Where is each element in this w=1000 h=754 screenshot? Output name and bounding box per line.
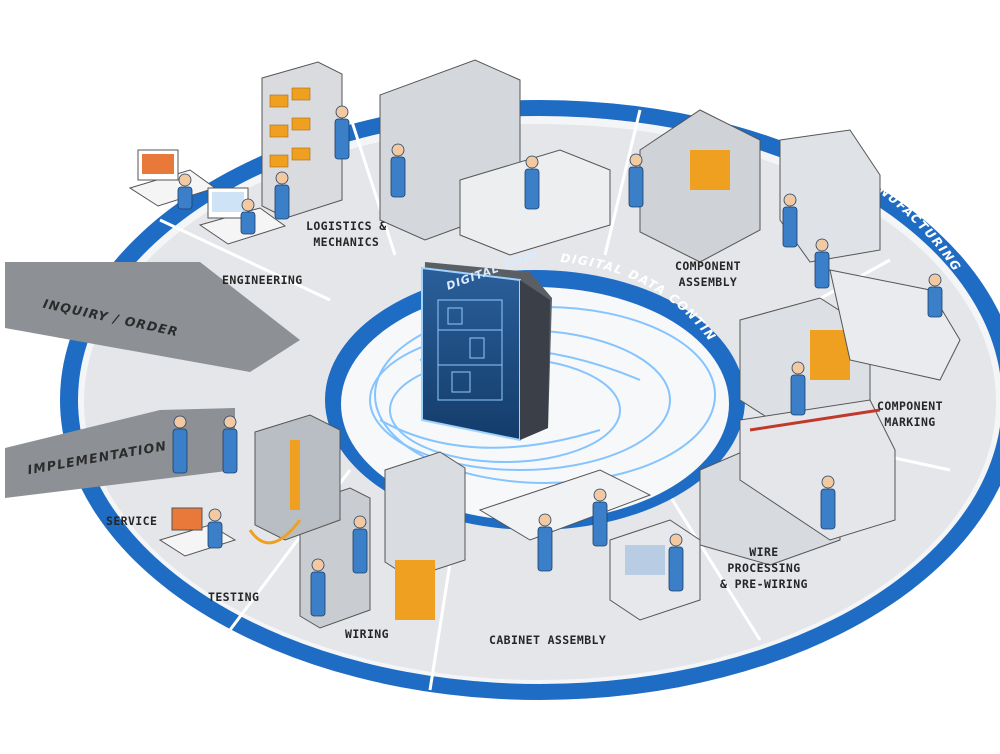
station-logistics-shelf — [261, 61, 343, 219]
station-cabinet-assembly-table — [478, 469, 701, 621]
workers — [172, 105, 943, 617]
station-component-marking-machine — [739, 269, 961, 433]
label-component-assembly: COMPONENT ASSEMBLY — [675, 259, 741, 289]
station-testing-cabinet — [158, 414, 341, 557]
station-component-assembly-machine — [639, 109, 881, 263]
station-wire-processing-machine — [699, 399, 896, 566]
label-logistics-mechanics: LOGISTICS & MECHANICS — [306, 219, 387, 249]
label-testing: TESTING — [208, 590, 260, 604]
label-engineering: ENGINEERING — [222, 273, 303, 287]
label-component-marking: COMPONENT MARKING — [877, 399, 943, 429]
label-wiring: WIRING — [345, 627, 389, 641]
label-cabinet-assembly: CABINET ASSEMBLY — [489, 633, 607, 647]
phase-planning-label: PLANNING — [70, 168, 138, 237]
station-mechanics-machine — [379, 59, 611, 256]
side-band-inquiry: INQUIRY / ORDER — [5, 262, 300, 372]
label-wire-processing: WIRE PROCESSING & PRE-WIRING — [720, 545, 808, 591]
label-service: SERVICE — [106, 514, 158, 528]
digital-twin-cabinet — [421, 262, 552, 442]
